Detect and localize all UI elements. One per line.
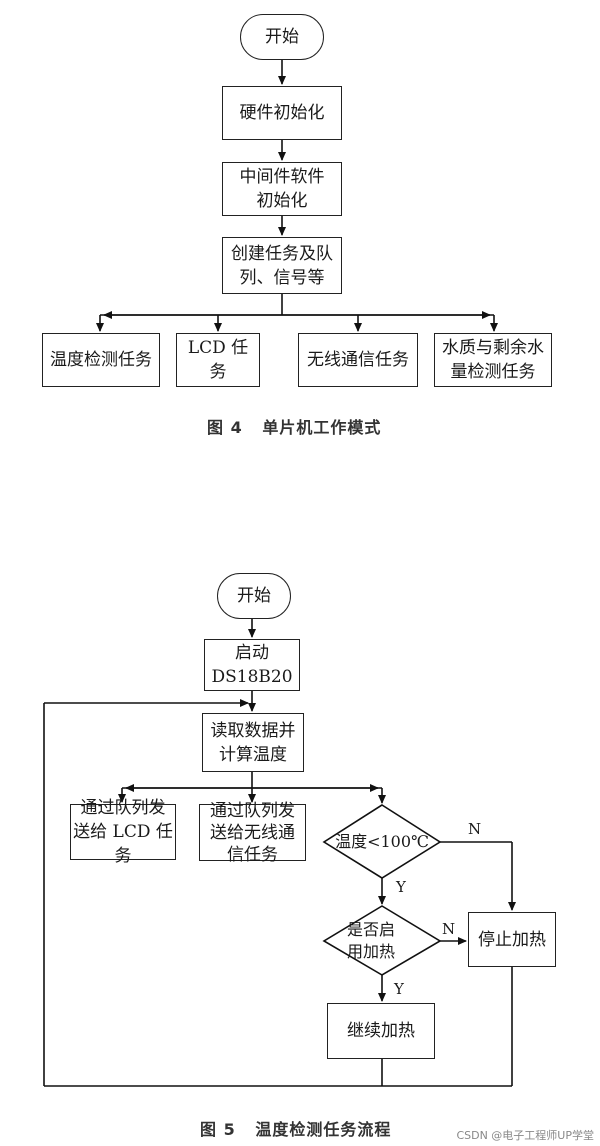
fig4-start: 开始 [240, 14, 324, 60]
decision-heat-diamond [322, 905, 442, 976]
fig5-label-n2: N [442, 920, 456, 938]
fig5-label-y1: Y [396, 878, 406, 896]
fig5-label-y2: Y [394, 980, 404, 998]
decision-temp-diamond [322, 804, 442, 879]
fig5-read-data: 读取数据并计算温度 [202, 713, 304, 772]
fig4-task-lcd: LCD 任务 [176, 333, 260, 387]
fig5-stop-heating: 停止加热 [468, 912, 556, 967]
fig4-middleware-init: 中间件软件初始化 [222, 162, 342, 216]
watermark: CSDN @电子工程师UP学堂 [456, 1129, 594, 1142]
fig5-send-wireless: 通过队列发送给无线通信任务 [199, 801, 306, 865]
fig4-task-water: 水质与剩余水量检测任务 [434, 333, 552, 387]
fig5-caption: 图 5 温度检测任务流程 [200, 1120, 392, 1139]
fig5-start-ds18b20: 启动DS18B20 [204, 639, 300, 691]
fig4-task-temperature: 温度检测任务 [42, 333, 160, 387]
fig5-send-lcd: 通过队列发送给 LCD 任务 [70, 798, 176, 866]
fig4-hardware-init: 硬件初始化 [222, 86, 342, 140]
fig4-task-wireless: 无线通信任务 [298, 333, 418, 387]
fig5-start: 开始 [217, 573, 291, 619]
fig5-decision-temp-label: 温度<100℃ [335, 832, 429, 851]
fig5-label-n1: N [468, 820, 482, 838]
fig5-decision-heat-label: 是否启用加热 [346, 920, 395, 961]
fig4-create-tasks: 创建任务及队列、信号等 [222, 237, 342, 294]
fig4-caption: 图 4 单片机工作模式 [207, 418, 382, 437]
fig5-continue-heating: 继续加热 [327, 1003, 435, 1059]
